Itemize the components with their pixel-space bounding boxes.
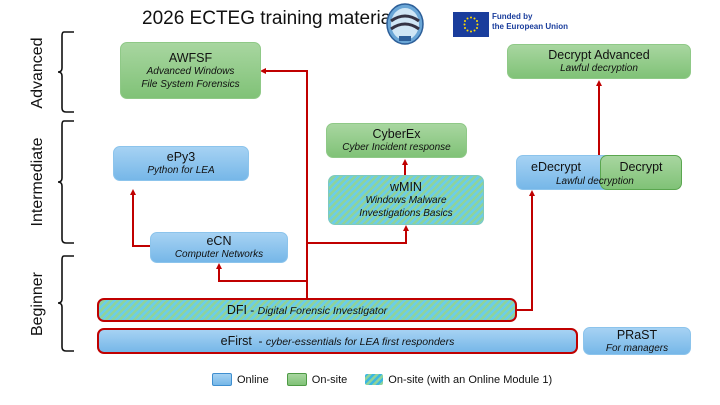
legend-swatch-hatched	[365, 374, 384, 385]
legend-label: On-site (with an Online Module 1)	[388, 373, 553, 386]
course-wmin[interactable]: wMIN Windows Malware Investigations Basi…	[328, 175, 484, 225]
arrow-dfi-to-edecrypt	[516, 190, 535, 311]
course-epy3[interactable]: ePy3 Python for LEA	[113, 146, 249, 181]
eu-funding-text: Funded by the European Union	[492, 12, 568, 32]
course-name: AWFSF	[168, 50, 213, 65]
ecteg-logo	[385, 3, 425, 45]
course-subtitle: Python for LEA	[147, 165, 215, 176]
course-subtitle: For managers	[605, 342, 669, 354]
course-prast[interactable]: PRaST For managers	[583, 327, 691, 355]
course-decrypt-advanced[interactable]: Decrypt Advanced Lawful decryption	[507, 44, 691, 79]
course-subtitle: File System Forensics	[141, 78, 240, 90]
course-efirst[interactable]: eFirst - cyber-essentials for LEA first …	[97, 328, 578, 354]
legend-item-onsite: On-site	[286, 373, 348, 386]
separator: -	[246, 302, 258, 317]
legend-swatch-online	[212, 373, 232, 386]
arrow-dfi-to-awfsf	[260, 68, 308, 298]
course-subtitle: Lawful decryption	[560, 63, 638, 74]
course-label-row: eFirst - cyber-essentials for LEA first …	[221, 334, 455, 349]
page-title: 2026 ECTEG training materials	[142, 8, 405, 29]
course-name: eCN	[206, 234, 232, 248]
course-name: eFirst	[220, 333, 252, 348]
course-awfsf[interactable]: AWFSF Advanced Windows File System Foren…	[120, 42, 261, 99]
bracket-beginner	[57, 255, 74, 352]
arrow-dfi-to-ecn	[216, 263, 307, 282]
course-subtitle: Computer Networks	[174, 249, 264, 260]
legend-item-hatched: On-site (with an Online Module 1)	[365, 374, 552, 386]
decrypt-shared-subtitle: Lawful decryption	[556, 176, 634, 187]
course-name: wMIN	[390, 180, 422, 194]
course-decrypt[interactable]: Decrypt	[600, 155, 682, 190]
funded-line-2: the European Union	[492, 22, 568, 31]
funded-line-1: Funded by	[492, 12, 533, 21]
legend-label: Online	[237, 373, 269, 386]
bracket-intermediate	[57, 120, 74, 244]
course-subtitle: Advanced Windows	[146, 65, 235, 77]
course-edecrypt[interactable]: eDecrypt	[516, 155, 611, 190]
course-name: Decrypt	[619, 160, 663, 174]
course-name: PRaST	[616, 327, 658, 342]
course-cyberex[interactable]: CyberEx Cyber Incident response	[326, 123, 467, 158]
course-subtitle: Cyber Incident response	[342, 142, 451, 153]
course-dfi[interactable]: DFI - Digital Forensic Investigator	[97, 298, 517, 322]
course-label-row: DFI - Digital Forensic Investigator	[227, 303, 387, 318]
arrow-dfi-to-wmin	[307, 225, 409, 244]
course-subtitle: Windows Malware	[365, 195, 447, 206]
legend-item-online: Online	[212, 373, 269, 386]
course-subtitle: cyber-essentials for LEA first responder…	[265, 335, 455, 348]
course-name: Decrypt Advanced	[548, 48, 650, 62]
legend: Online On-site On-site (with an Online M…	[212, 373, 564, 386]
course-subtitle: Digital Forensic Investigator	[257, 304, 388, 317]
course-subtitle: Investigations Basics	[359, 208, 453, 219]
course-ecn[interactable]: eCN Computer Networks	[150, 232, 288, 263]
legend-swatch-onsite	[286, 373, 307, 386]
legend-label: On-site	[311, 373, 348, 386]
course-name: eDecrypt	[531, 160, 582, 174]
eu-flag-icon	[453, 12, 489, 37]
bracket-advanced	[57, 31, 74, 113]
separator: -	[251, 333, 266, 348]
course-name: CyberEx	[372, 127, 421, 141]
course-name: DFI	[226, 302, 247, 317]
course-name: ePy3	[166, 150, 196, 164]
arrow-ecn-to-epy3	[130, 189, 150, 247]
